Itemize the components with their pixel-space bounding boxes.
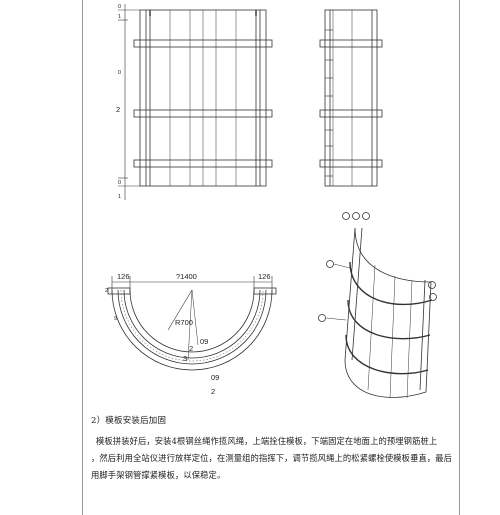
elev-label-1: 1	[118, 14, 121, 20]
section-title: 2）模板安装后加固	[91, 416, 167, 426]
body-line-3: 用脚手架钢管撑紧模板，以保稳定。	[91, 470, 226, 480]
elev-label-top: 0	[118, 4, 121, 10]
elevation-dimension-chain	[118, 4, 140, 200]
elev-label-2: 2	[116, 105, 120, 114]
plan-width-total: ?1400	[176, 272, 197, 281]
plan-label-09a: 09	[200, 337, 208, 346]
plan-radius: R700	[175, 318, 193, 327]
plan-offset-left: 126	[117, 272, 130, 281]
plan-label-3: 3	[183, 354, 187, 363]
body-line-1: 模板拼装好后，安装4根钢丝绳作揽风绳，上端拴住模板，下端固定在地面上的预埋钢筋桩…	[96, 436, 438, 446]
plan-view	[107, 276, 277, 371]
plan-label-2-side: 2	[105, 288, 108, 294]
plan-label-2b: 2	[211, 387, 215, 396]
body-line-2: ，然后利用全站仪进行放样定位，在测量组的指挥下，调节揽风绳上的松紧螺栓使模板垂直…	[91, 453, 453, 463]
elev-label-mid: 0	[118, 70, 121, 76]
plan-offset-right: 126	[258, 272, 271, 281]
plan-label-9-side: 9	[114, 316, 117, 322]
isometric-view	[318, 212, 437, 399]
plan-label-09b: 09	[211, 373, 219, 382]
plan-label-2a: 2	[189, 344, 193, 353]
elev-label-1b: 1	[118, 194, 121, 200]
page-frame	[82, 0, 460, 515]
front-elevation	[133, 9, 273, 187]
elev-label-bot: 0	[118, 180, 121, 186]
side-elevation	[319, 9, 383, 187]
